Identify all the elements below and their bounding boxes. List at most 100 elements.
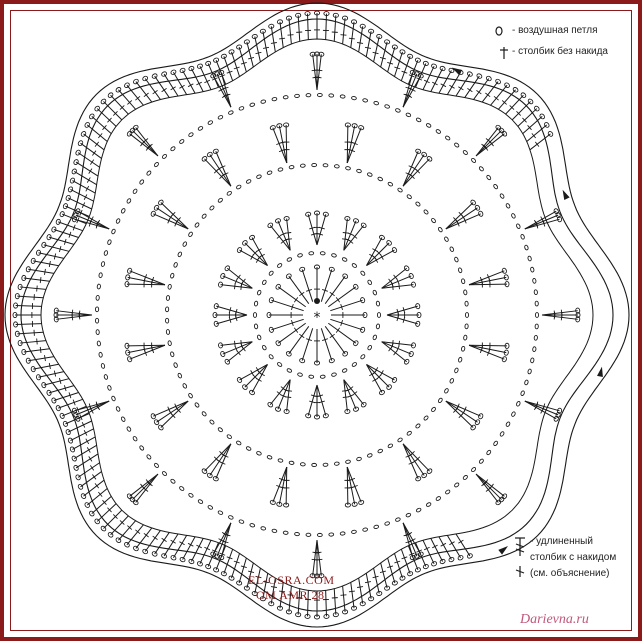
edge-stitch-bar xyxy=(219,74,226,78)
fan-stitch-top xyxy=(416,311,422,319)
edge-stitch-bar xyxy=(36,338,38,345)
edge-stitch-bar xyxy=(416,549,423,553)
chain-loop xyxy=(277,458,284,463)
chain-loop xyxy=(360,354,366,360)
fan-stitch-top xyxy=(220,272,226,279)
fan-stitch-bar xyxy=(315,76,322,79)
fan-stitch-bar xyxy=(405,540,412,544)
edge-stitch-top xyxy=(268,23,275,29)
edge-stitch-top xyxy=(236,44,243,50)
edge-stitch-bar xyxy=(187,542,194,547)
edge-stitch-top xyxy=(62,203,68,210)
fan-stitch-top xyxy=(379,389,385,396)
fan-stitch-top xyxy=(212,148,219,154)
fan-stitch-top xyxy=(504,342,510,349)
edge-stitch xyxy=(297,588,301,615)
edge-stitch-bar xyxy=(63,385,67,392)
edge-stitch-top xyxy=(170,69,177,75)
edge-stitch-top xyxy=(512,87,519,93)
edge-stitch-bar xyxy=(72,399,76,406)
fan-stitch-top xyxy=(403,358,410,365)
chain-loop xyxy=(356,168,362,174)
edge-stitch-top xyxy=(295,12,302,18)
edge-stitch-top xyxy=(304,613,311,619)
edge-stitch xyxy=(215,59,227,85)
fan-stitch xyxy=(277,379,291,410)
chain-loop xyxy=(95,306,100,313)
chain-loop xyxy=(345,459,351,464)
fan-stitch-top xyxy=(127,356,133,363)
fan-stitch xyxy=(475,473,499,503)
chain-loop xyxy=(111,228,116,235)
edge-stitch-bar xyxy=(143,92,149,98)
fan-stitch-bar xyxy=(285,238,292,240)
chain-loop xyxy=(95,329,100,335)
chain-loop xyxy=(425,502,432,507)
edge-stitch-top xyxy=(422,60,429,66)
chain-rings xyxy=(95,92,540,538)
fan-stitch-bar xyxy=(485,487,491,492)
fan-stitch-top xyxy=(478,210,484,217)
chain-loop xyxy=(524,244,529,251)
edge-stitch xyxy=(65,205,90,217)
chain-loop xyxy=(395,517,401,522)
chain-loop xyxy=(311,462,318,468)
fan-stitch xyxy=(366,237,383,266)
fan-stitch-bar xyxy=(276,484,283,488)
fan-stitch xyxy=(445,400,478,423)
chain-loop xyxy=(454,256,459,263)
fan-stitch xyxy=(316,214,327,246)
chain-loop xyxy=(397,437,403,443)
edge-stitch xyxy=(393,51,403,77)
edge-stitch-bar xyxy=(68,392,72,399)
chain-loop xyxy=(277,362,283,367)
edge-stitch-bar xyxy=(196,81,202,86)
chain-loop xyxy=(423,209,429,215)
ring1-stitch-top xyxy=(285,351,292,357)
chain-loop xyxy=(165,295,171,301)
edge-stitch-bar xyxy=(449,541,455,546)
chain-loop xyxy=(367,344,373,351)
edge-stitch xyxy=(438,70,452,94)
chain-loop xyxy=(268,354,274,360)
edge-stitch-top xyxy=(313,10,321,16)
chain-loop xyxy=(527,255,532,262)
edge-stitch-top xyxy=(414,57,421,63)
edge-stitch-bar xyxy=(88,456,93,462)
chain-loop xyxy=(308,374,315,379)
edge-stitch-top xyxy=(504,82,510,88)
ring1-stitch-bar xyxy=(340,304,343,310)
edge-stitch xyxy=(262,573,269,599)
fan-stitch-top xyxy=(322,413,329,419)
chain-loop xyxy=(103,250,109,256)
fan-stitch-bar xyxy=(349,149,356,153)
edge-stitch-bar xyxy=(107,117,112,123)
chain-loop xyxy=(299,462,306,467)
edge-stitch-top xyxy=(124,82,130,88)
fan-stitch-bar xyxy=(95,401,99,408)
edge-stitch-bar xyxy=(364,581,371,584)
fan-stitch xyxy=(445,213,481,230)
fan-stitch xyxy=(216,522,232,557)
chain-loop xyxy=(207,505,214,510)
edge-stitch-bar xyxy=(94,141,100,147)
chain-loop xyxy=(165,306,170,313)
edge-stitch-bar xyxy=(72,224,76,231)
fan-stitch-top xyxy=(358,125,365,131)
fan-stitch-top xyxy=(408,351,414,358)
chain-loop xyxy=(431,406,436,413)
chain-loop xyxy=(360,270,366,276)
chain-loop xyxy=(445,135,451,141)
chain-loop xyxy=(384,104,390,109)
edge-stitch-bar xyxy=(119,520,125,525)
edge-stitch-top xyxy=(21,348,27,356)
edge-stitch xyxy=(163,73,179,97)
fan-stitch xyxy=(346,125,356,164)
chain-loop xyxy=(282,530,289,535)
fan-stitch-bar xyxy=(342,390,349,392)
edge-stitch xyxy=(288,585,292,612)
chain-loop xyxy=(449,378,455,384)
fan-stitch-bar xyxy=(396,315,400,322)
edge-stitch-top xyxy=(30,257,36,264)
chain-loop xyxy=(395,108,401,113)
